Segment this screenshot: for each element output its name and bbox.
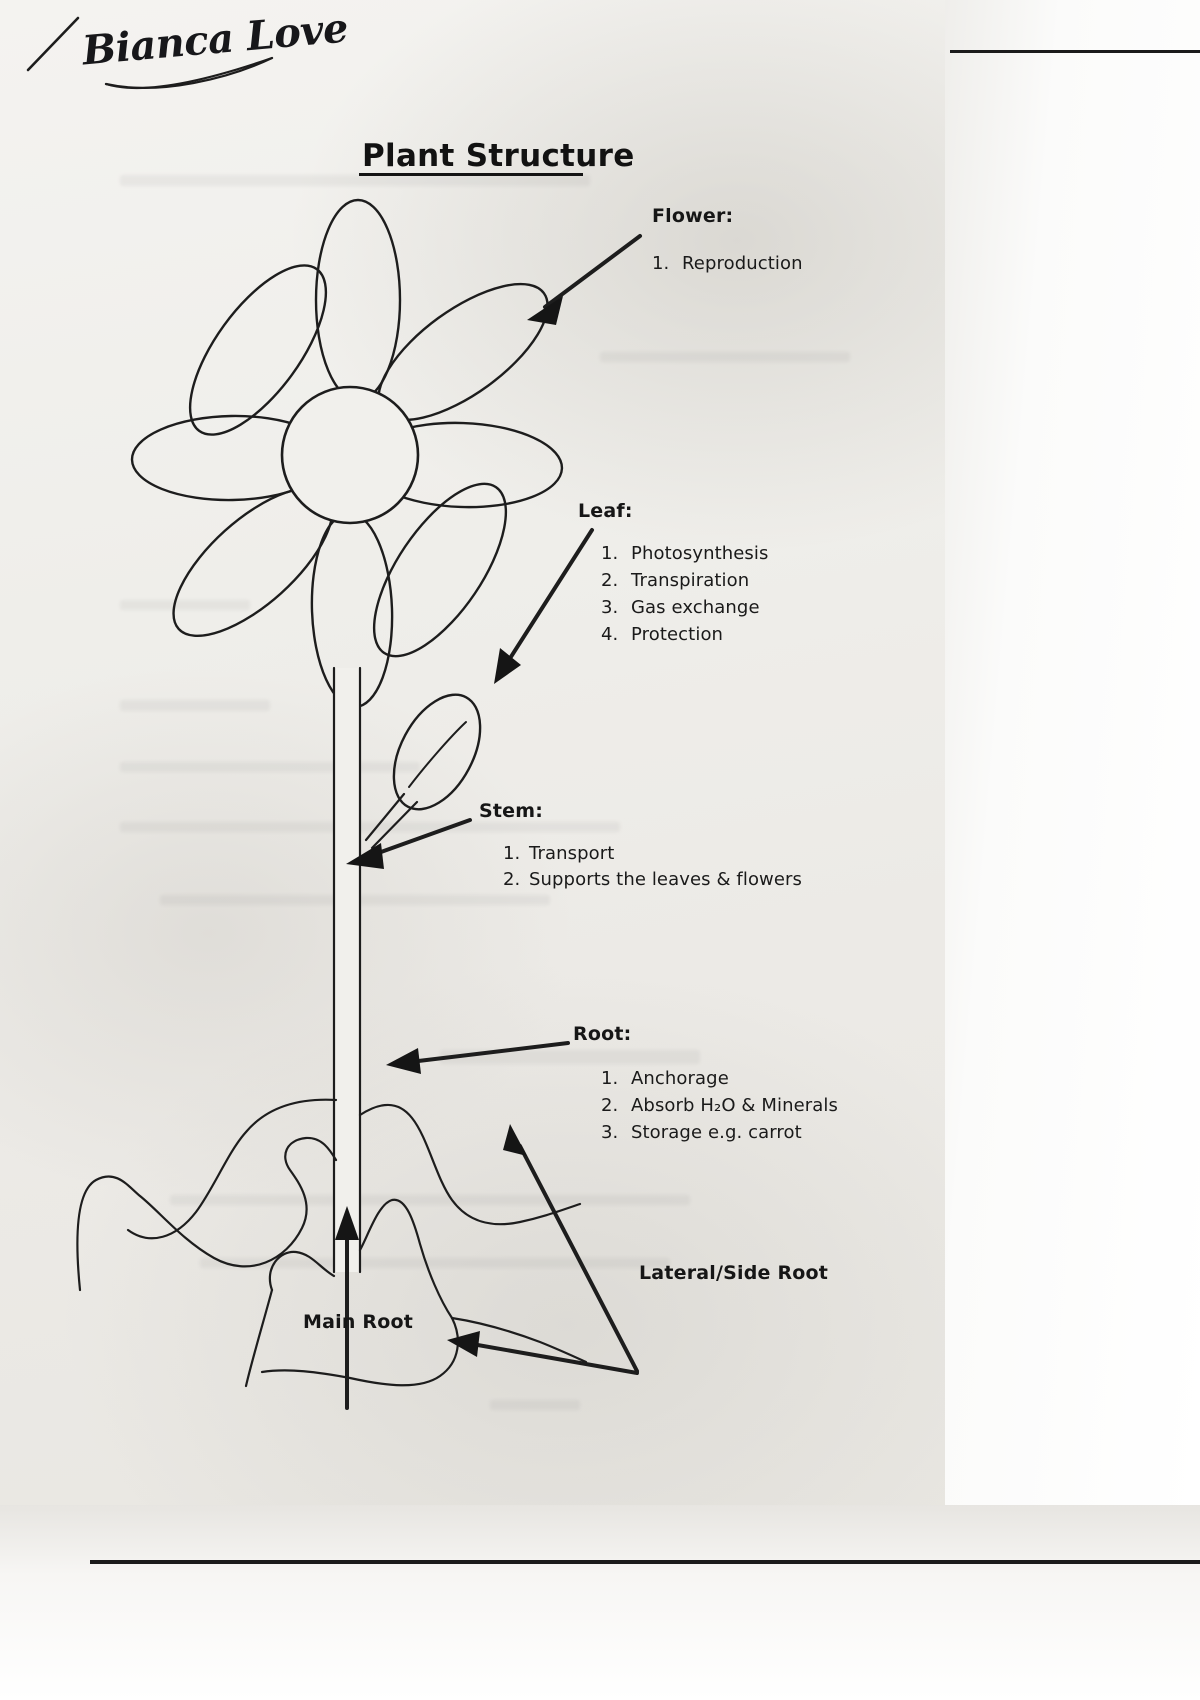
bleed-through-mark [120, 600, 250, 610]
list-item-text: Gas exchange [631, 597, 760, 618]
list-item-number: 2. [503, 869, 521, 890]
list-item-number: 1. [601, 543, 619, 564]
list-item-text: Transpiration [631, 570, 750, 591]
list-item-text: Transport [529, 843, 615, 864]
bleed-through-mark [490, 1400, 580, 1410]
list-item-number: 3. [601, 597, 619, 618]
list-item-text: Anchorage [631, 1068, 729, 1089]
bleed-through-mark [120, 700, 270, 711]
list-item: 2. Supports the leaves & flowers [503, 869, 802, 890]
lateral-root-label: Lateral/Side Root [639, 1262, 829, 1284]
leaf-heading: Leaf: [578, 500, 633, 522]
flower-function-list: 1. Reproduction [652, 253, 803, 280]
bleed-through-mark [120, 822, 620, 832]
bleed-through-mark [440, 1050, 700, 1064]
bottom-rule [90, 1560, 1200, 1564]
list-item-text: Absorb H₂O & Minerals [631, 1095, 838, 1116]
list-item-number: 2. [601, 570, 619, 591]
list-item: 1. Transport [503, 843, 802, 864]
list-item: 2. Transpiration [601, 570, 768, 591]
page-bottom-margin [0, 1505, 1200, 1700]
stem-function-list: 1. Transport 2. Supports the leaves & fl… [503, 843, 802, 895]
list-item: 3. Gas exchange [601, 597, 768, 618]
list-item: 1. Photosynthesis [601, 543, 768, 564]
leaf-function-list: 1. Photosynthesis 2. Transpiration 3. Ga… [601, 543, 768, 651]
bleed-through-mark [170, 1195, 690, 1205]
list-item-text: Supports the leaves & flowers [529, 869, 803, 890]
list-item: 1. Anchorage [601, 1068, 838, 1089]
list-item-text: Protection [631, 624, 724, 645]
list-item: 2. Absorb H₂O & Minerals [601, 1095, 838, 1116]
bleed-through-mark [120, 175, 590, 186]
list-item-text: Storage e.g. carrot [631, 1122, 802, 1143]
list-item-number: 2. [601, 1095, 619, 1116]
list-item: 4. Protection [601, 624, 768, 645]
list-item-text: Photosynthesis [631, 543, 769, 564]
bleed-through-mark [600, 352, 850, 362]
bleed-through-mark [160, 895, 550, 905]
list-item-text: Reproduction [682, 253, 803, 274]
page-right-margin [945, 0, 1200, 1505]
page-title: Plant Structure [362, 138, 635, 174]
root-function-list: 1. Anchorage 2. Absorb H₂O & Minerals 3.… [601, 1068, 838, 1149]
flower-heading: Flower: [652, 205, 734, 227]
list-item-number: 1. [503, 843, 521, 864]
list-item: 3. Storage e.g. carrot [601, 1122, 838, 1143]
stem-heading: Stem: [479, 800, 544, 822]
bleed-through-mark [120, 762, 420, 772]
list-item-number: 1. [601, 1068, 619, 1089]
list-item-number: 4. [601, 624, 619, 645]
main-root-label: Main Root [303, 1311, 414, 1333]
top-right-rule [950, 50, 1200, 53]
list-item-number: 1. [652, 253, 670, 274]
root-heading: Root: [573, 1023, 632, 1045]
list-item: 1. Reproduction [652, 253, 803, 274]
bleed-through-mark [200, 1258, 670, 1268]
page-title-underline [359, 173, 583, 176]
list-item-number: 3. [601, 1122, 619, 1143]
